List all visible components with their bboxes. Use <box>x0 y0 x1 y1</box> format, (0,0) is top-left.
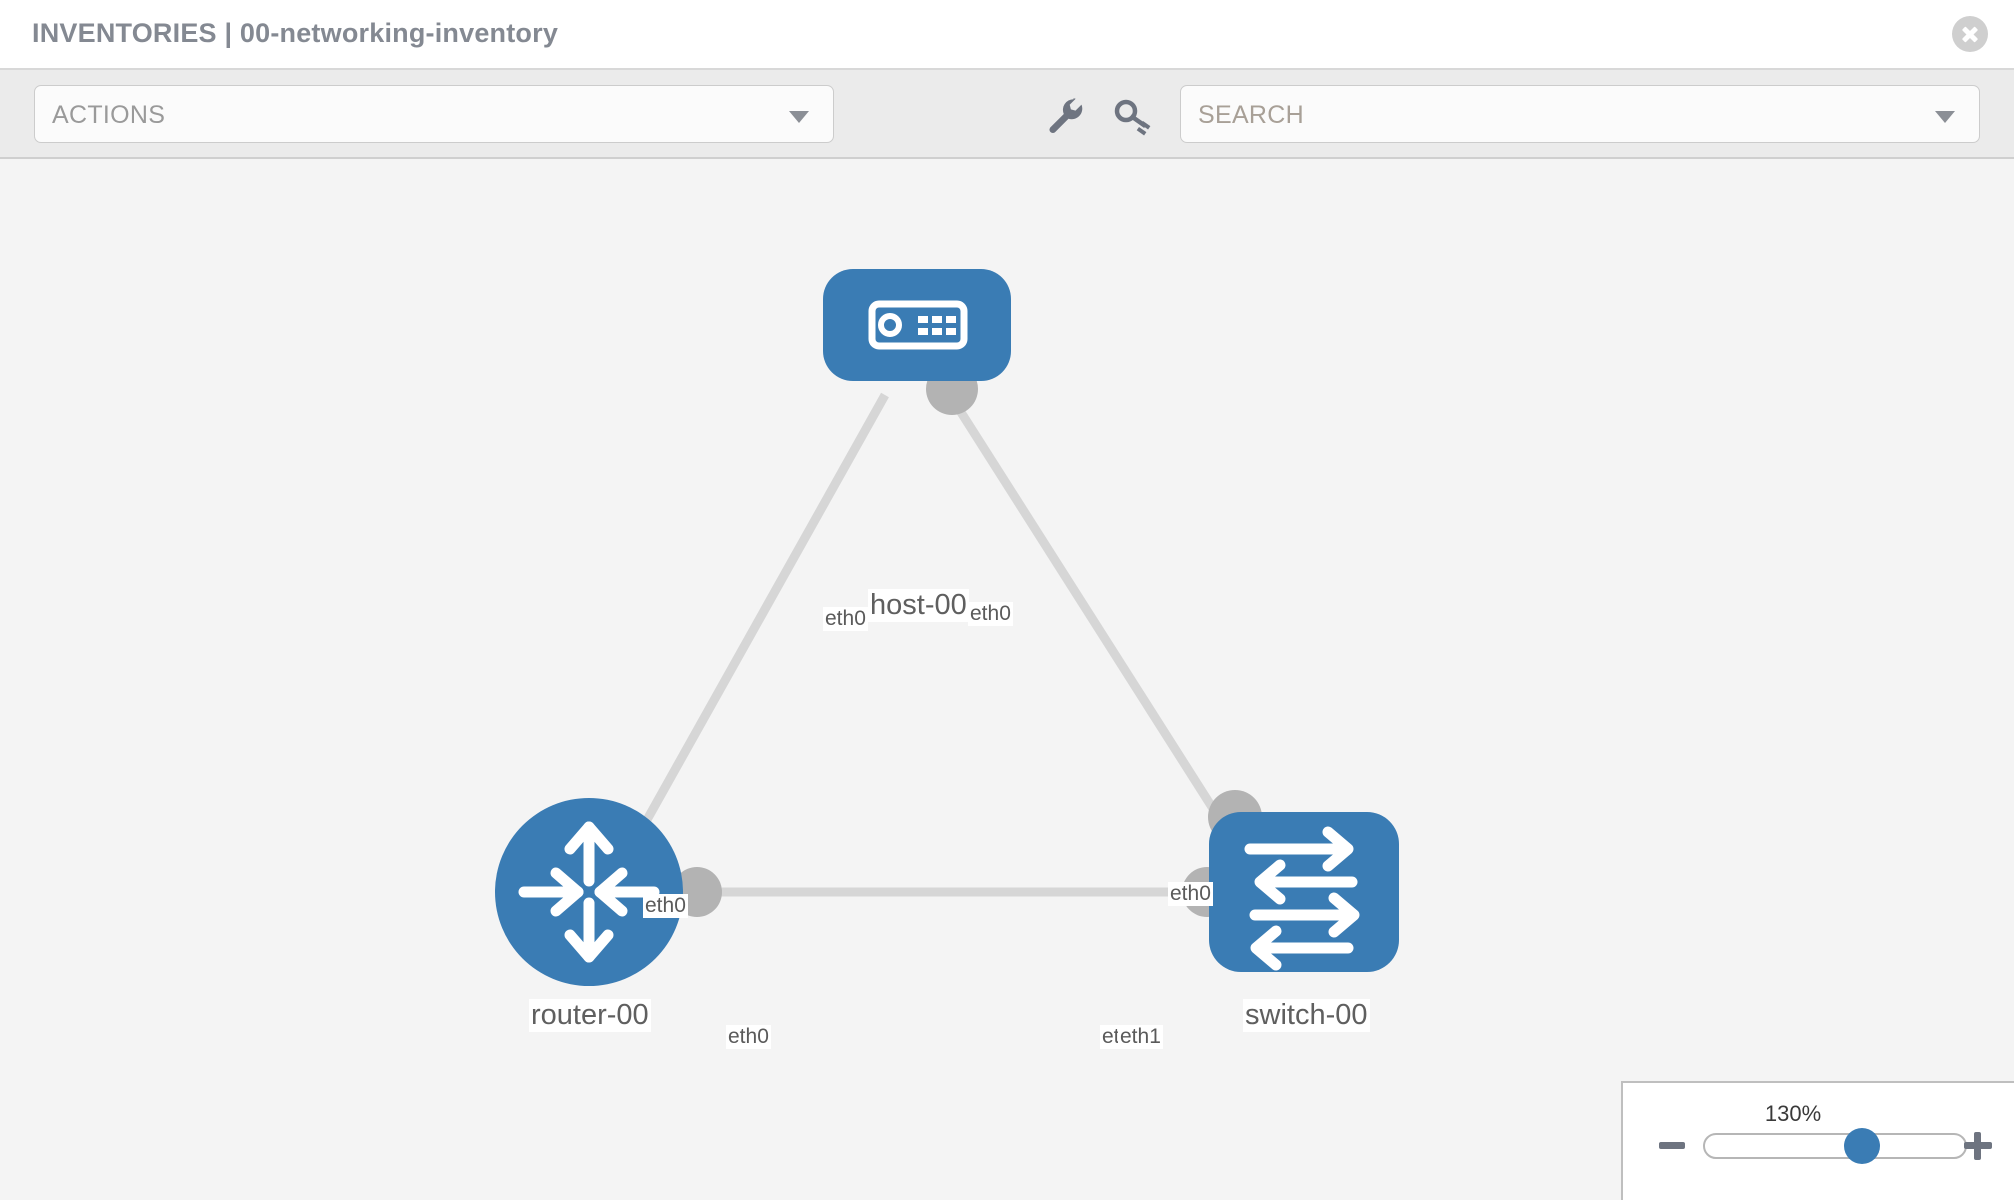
wrench-icon[interactable] <box>1044 94 1086 136</box>
node-router-00 <box>495 798 683 986</box>
zoom-slider-thumb[interactable] <box>1844 1128 1881 1164</box>
router-arrows-icon <box>518 821 660 963</box>
close-icon[interactable] <box>1952 16 1988 52</box>
edge-label-router-right: eth0 <box>726 1025 771 1049</box>
node-label-switch: switch-00 <box>1243 999 1370 1032</box>
node-label-router: router-00 <box>529 999 651 1032</box>
actions-dropdown-label: ACTIONS <box>52 101 166 129</box>
toolbar: ACTIONS SEARCH <box>0 68 2014 159</box>
chevron-down-icon <box>1935 111 1955 123</box>
edge-label-switch-up: eth0 <box>1168 882 1213 906</box>
zoom-out-button[interactable] <box>1659 1142 1685 1149</box>
edge-host-router <box>621 392 889 862</box>
edge-host-switch <box>946 392 1249 862</box>
topology-graph <box>495 269 1399 986</box>
search-input[interactable]: SEARCH <box>1180 85 1980 143</box>
zoom-percent-label: 130% <box>1764 1101 1822 1126</box>
topology-connectors <box>672 363 1262 917</box>
node-label-host: host-00 <box>868 589 969 622</box>
switch-arrows-icon <box>1244 826 1360 971</box>
page-title: INVENTORIES | 00-networking-inventory <box>32 18 559 48</box>
zoom-in-button[interactable] <box>1964 1132 1992 1160</box>
search-placeholder: SEARCH <box>1198 101 1304 129</box>
topology-edges <box>621 392 1249 897</box>
edge-label-router-up: eth0 <box>643 894 688 918</box>
node-host-00 <box>823 269 1011 381</box>
edge-label-host-right: eth0 <box>968 602 1013 626</box>
key-icon[interactable] <box>1112 94 1154 136</box>
chevron-down-icon <box>789 111 809 123</box>
edge-label-switch-left-b: eth1 <box>1118 1025 1163 1049</box>
zoom-slider-track[interactable] <box>1703 1133 1967 1159</box>
page-header: INVENTORIES | 00-networking-inventory <box>0 0 2014 68</box>
server-device-icon <box>868 300 968 350</box>
zoom-control-panel: 130% <box>1621 1081 2014 1200</box>
node-switch-00 <box>1209 812 1399 972</box>
topology-canvas[interactable]: host-00 router-00 switch-00 eth0 eth0 et… <box>0 159 2014 1200</box>
actions-dropdown[interactable]: ACTIONS <box>34 85 834 143</box>
edge-label-host-left: eth0 <box>823 607 868 631</box>
